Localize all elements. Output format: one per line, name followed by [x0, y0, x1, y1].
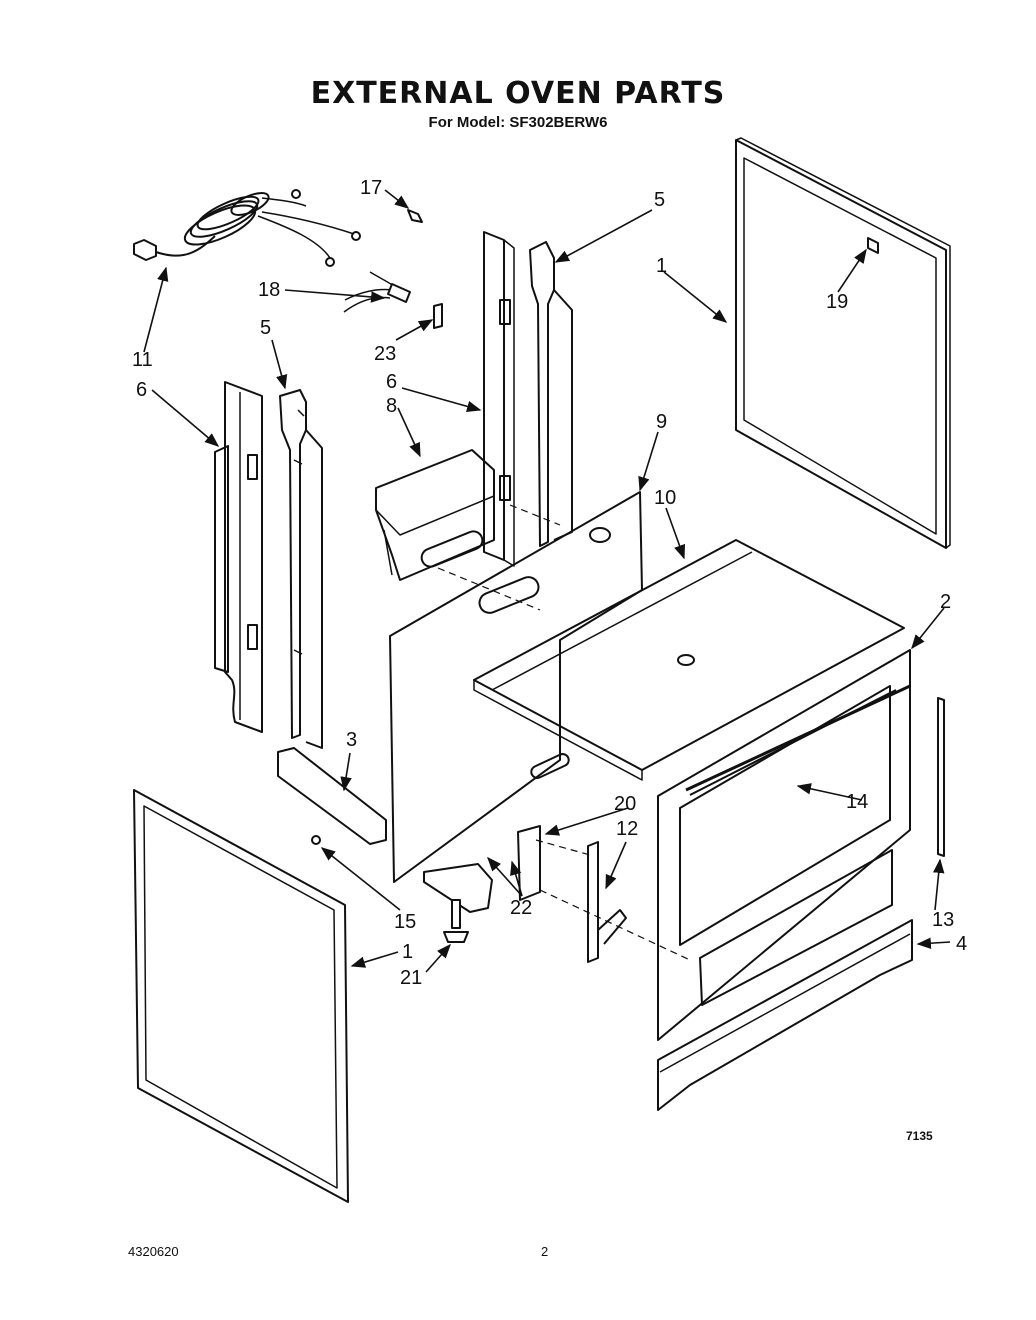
callout-13: 13 — [932, 909, 954, 931]
trim-strip-part-13 — [937, 697, 945, 857]
callout-11: 11 — [132, 349, 153, 371]
side-panel-right — [735, 137, 951, 549]
callout-22: 22 — [510, 897, 532, 919]
callout-12: 12 — [616, 818, 638, 840]
rod-part-14 — [689, 689, 897, 796]
callout-17: 17 — [360, 177, 382, 199]
bracket-part-20 — [517, 825, 541, 901]
callout-20: 20 — [614, 793, 636, 815]
callout-15: 15 — [394, 911, 416, 933]
callout-8: 8 — [386, 395, 397, 417]
wire-harness-part-18 — [343, 271, 411, 313]
callout-10: 10 — [654, 487, 676, 509]
rail-part-3 — [277, 747, 387, 845]
side-channel-left-part-6 — [214, 381, 263, 733]
callout-9: 9 — [656, 411, 667, 433]
screw-part-17 — [407, 209, 423, 223]
callout-1-right: 1 — [656, 255, 667, 277]
side-panel-left — [133, 789, 349, 1203]
bracket-part-23 — [433, 303, 443, 329]
power-cord-part-11 — [133, 189, 361, 267]
hinge-channel-left-part-5 — [279, 389, 323, 749]
model-subtitle: For Model: SF302BERW6 — [428, 114, 608, 131]
hinge-arm-part-12 — [587, 841, 627, 963]
top-panel-part-10 — [473, 539, 905, 781]
page-title: EXTERNAL OVEN PARTS — [310, 76, 726, 111]
callout-3: 3 — [346, 729, 357, 751]
callout-6-rear: 6 — [386, 371, 397, 393]
callout-19: 19 — [826, 291, 848, 313]
callout-2: 2 — [940, 591, 951, 613]
callout-21: 21 — [400, 967, 422, 989]
callout-5-rear: 5 — [654, 189, 665, 211]
callout-4: 4 — [956, 933, 967, 955]
back-panel-part-9 — [389, 491, 643, 883]
screw-part-15 — [311, 835, 321, 845]
clip-part-19 — [867, 237, 879, 254]
front-frame-part-2 — [657, 649, 911, 1041]
callout-5-left: 5 — [260, 317, 271, 339]
bottom-bracket — [423, 863, 493, 913]
assembly-dashed-lines — [437, 504, 691, 961]
leader-lines — [143, 189, 951, 973]
heat-shield-part-8 — [375, 449, 495, 581]
document-number: 4320620 — [128, 1244, 179, 1259]
hinge-channel-rear-part-5 — [529, 241, 573, 547]
leveling-leg-part-21 — [443, 899, 469, 943]
callout-18: 18 — [258, 279, 280, 301]
callout-14: 14 — [846, 791, 868, 813]
callout-6-left: 6 — [136, 379, 147, 401]
figure-code: 7135 — [906, 1129, 933, 1143]
side-channel-rear-part-6 — [483, 231, 515, 567]
callout-1-left: 1 — [402, 941, 413, 963]
callout-23: 23 — [374, 343, 396, 365]
page-number: 2 — [541, 1244, 549, 1259]
kick-plate-part-4 — [657, 919, 913, 1111]
